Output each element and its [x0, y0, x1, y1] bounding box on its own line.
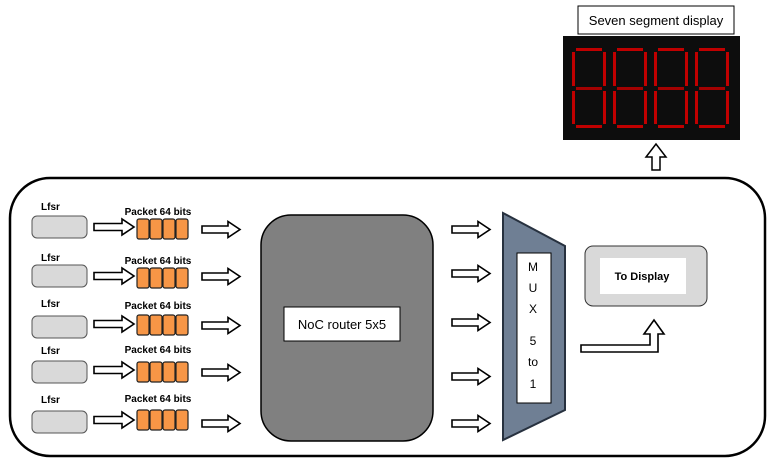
lfsr-to-packet-arrow — [93, 217, 136, 237]
packet-label: Packet 64 bits — [125, 394, 192, 405]
seven-segment-display: Seven segment display — [563, 5, 740, 140]
packet-to-router-arrow — [201, 220, 242, 239]
display-segment — [576, 87, 602, 90]
packet-to-router-arrow — [201, 316, 242, 335]
packet-register — [136, 314, 189, 336]
display-segment — [726, 52, 729, 86]
packet-register — [136, 218, 189, 240]
lfsr-to-packet-arrow — [93, 410, 136, 430]
lfsr-label: Lfsr — [41, 253, 60, 264]
lfsr-to-packet-arrow — [93, 314, 136, 334]
lfsr-row: Lfsr Packet 64 bits — [31, 394, 242, 434]
mux-letter: U — [529, 281, 538, 295]
packet-to-router-arrow — [201, 267, 242, 286]
multiplexer: M U X 5 to 1 — [502, 211, 566, 442]
router-to-mux-arrow — [451, 414, 492, 433]
display-segment — [613, 91, 616, 124]
lfsr-label: Lfsr — [41, 346, 60, 357]
packet-to-router-arrow — [201, 414, 242, 433]
display-segment — [658, 48, 684, 51]
lfsr-row: Lfsr Packet 64 bits — [31, 299, 242, 339]
display-segment — [572, 52, 575, 86]
mux-letter: M — [528, 260, 538, 274]
display-segment — [617, 87, 643, 90]
display-segment — [695, 52, 698, 86]
display-digits — [572, 48, 729, 128]
noc-router: NoC router 5x5 — [260, 214, 434, 442]
lfsr-row: Lfsr Packet 64 bits — [31, 253, 242, 289]
lfsr-label: Lfsr — [41, 299, 60, 310]
lfsr-label: Lfsr — [41, 395, 60, 406]
router-label: NoC router 5x5 — [298, 317, 386, 332]
router-to-mux-arrow — [451, 367, 492, 386]
display-segment — [699, 87, 725, 90]
packet-register — [136, 409, 189, 431]
display-segment — [644, 52, 647, 86]
display-segment — [685, 91, 688, 124]
up-arrow-to-display — [644, 142, 668, 171]
display-segment — [572, 91, 575, 124]
router-to-mux-arrow — [451, 264, 492, 283]
router-to-mux-arrow — [451, 220, 492, 239]
display-segment — [644, 91, 647, 124]
lfsr-block — [31, 410, 88, 434]
display-segment — [699, 48, 725, 51]
mux-letter: X — [529, 302, 537, 316]
display-segment — [576, 125, 602, 128]
mux-letter: 1 — [530, 377, 537, 391]
lfsr-block — [31, 264, 88, 288]
display-segment — [654, 52, 657, 86]
display-segment — [654, 91, 657, 124]
lfsr-block — [31, 360, 88, 384]
lfsr-block — [31, 215, 88, 239]
packet-register — [136, 361, 189, 383]
display-segment — [603, 52, 606, 86]
display-segment — [658, 125, 684, 128]
display-segment — [695, 91, 698, 124]
display-segment — [617, 125, 643, 128]
lfsr-label: Lfsr — [41, 202, 60, 213]
to-display-box: To Display — [584, 245, 708, 307]
output-label: To Display — [615, 271, 671, 283]
display-segment — [576, 48, 602, 51]
lfsr-to-packet-arrow — [93, 266, 136, 286]
packet-register — [136, 267, 189, 289]
packet-label: Packet 64 bits — [125, 345, 192, 356]
packet-label: Packet 64 bits — [125, 207, 192, 218]
display-caption: Seven segment display — [589, 13, 724, 28]
packet-label: Packet 64 bits — [125, 301, 192, 312]
display-segment — [726, 91, 729, 124]
display-segment — [603, 91, 606, 124]
display-segment — [699, 125, 725, 128]
mux-letter: 5 — [530, 334, 537, 348]
packet-label: Packet 64 bits — [125, 256, 192, 267]
display-segment — [613, 52, 616, 86]
mux-letter: to — [528, 355, 538, 369]
packet-to-router-arrow — [201, 363, 242, 382]
lfsr-row: Lfsr Packet 64 bits — [31, 202, 242, 240]
lfsr-row: Lfsr Packet 64 bits — [31, 345, 242, 384]
lfsr-block — [31, 315, 88, 339]
display-segment — [617, 48, 643, 51]
display-segment — [685, 52, 688, 86]
mux-to-display-arrow — [580, 318, 666, 353]
lfsr-to-packet-arrow — [93, 360, 136, 380]
display-segment — [658, 87, 684, 90]
router-to-mux-arrow — [451, 313, 492, 332]
